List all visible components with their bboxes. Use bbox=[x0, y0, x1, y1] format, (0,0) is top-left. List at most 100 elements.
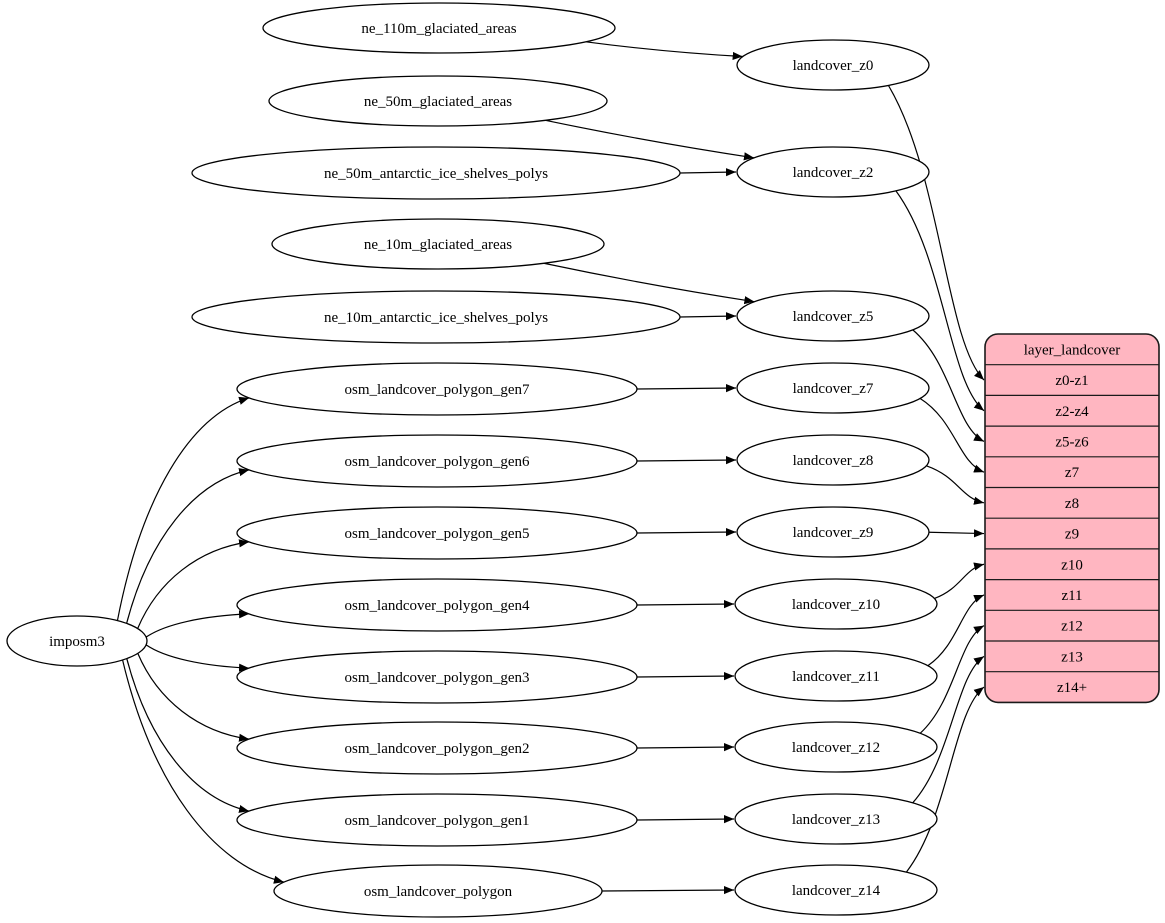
edge-landcover_z9-to-z9 bbox=[928, 529, 985, 538]
ne_50m_antarctic_ice_shelves_polys-label: ne_50m_antarctic_ice_shelves_polys bbox=[324, 166, 548, 182]
edges-layer bbox=[116, 41, 985, 895]
edge-landcover_z7-to-z7 bbox=[919, 397, 985, 473]
ne_50m_glaciated_areas-label: ne_50m_glaciated_areas bbox=[364, 94, 512, 110]
layer-table-title: layer_landcover bbox=[1024, 342, 1121, 358]
landcover_z13-ellipse bbox=[734, 793, 938, 845]
edge-landcover_z12-to-z12 bbox=[919, 625, 985, 734]
osm_landcover_polygon_gen5-label: osm_landcover_polygon_gen5 bbox=[345, 526, 530, 542]
edge-landcover_z11-to-z11 bbox=[927, 594, 985, 667]
edge-osm_landcover_polygon_gen2-to-landcover_z12 bbox=[636, 743, 735, 752]
layer-table-row-z12: z12 bbox=[1061, 619, 1083, 635]
ne_110m_glaciated_areas-label: ne_110m_glaciated_areas bbox=[361, 21, 516, 37]
layer-table-row-z14+: z14+ bbox=[1057, 680, 1087, 696]
ne_50m_glaciated_areas-ellipse bbox=[268, 75, 608, 127]
osm_landcover_polygon_gen1-ellipse bbox=[236, 793, 638, 847]
landcover_z10-ellipse bbox=[734, 578, 938, 630]
node-landcover_z9: landcover_z9 bbox=[736, 506, 930, 558]
imposm3-label: imposm3 bbox=[49, 634, 105, 650]
landcover_z14-ellipse bbox=[734, 864, 938, 916]
osm_landcover_polygon_gen2-ellipse bbox=[236, 721, 638, 775]
layer-table-row-z5-z6: z5-z6 bbox=[1055, 434, 1089, 450]
osm_landcover_polygon_gen6-ellipse bbox=[236, 434, 638, 488]
landcover_z8-label: landcover_z8 bbox=[793, 453, 874, 469]
edge-imposm3-to-osm_landcover_polygon_gen6 bbox=[126, 468, 250, 624]
layer-table: layer_landcoverz0-z1z2-z4z5-z6z7z8z9z10z… bbox=[984, 333, 1160, 704]
edge-imposm3-to-osm_landcover_polygon_gen3 bbox=[145, 644, 250, 672]
osm_landcover_polygon_gen4-label: osm_landcover_polygon_gen4 bbox=[345, 598, 530, 614]
osm_landcover_polygon_gen2-label: osm_landcover_polygon_gen2 bbox=[345, 741, 530, 757]
edge-ne_50m_glaciated_areas-to-landcover_z2 bbox=[545, 119, 755, 161]
landcover_z9-label: landcover_z9 bbox=[793, 525, 874, 541]
node-landcover_z5: landcover_z5 bbox=[736, 290, 930, 342]
edge-osm_landcover_polygon_gen7-to-landcover_z7 bbox=[636, 384, 737, 393]
landcover_z2-label: landcover_z2 bbox=[793, 165, 874, 181]
node-osm_landcover_polygon_gen1: osm_landcover_polygon_gen1 bbox=[236, 793, 638, 847]
landcover_z8-ellipse bbox=[736, 434, 930, 486]
edge-landcover_z14-to-z14+ bbox=[905, 686, 985, 873]
layer-table-row-z7: z7 bbox=[1065, 465, 1080, 481]
osm_landcover_polygon_gen7-ellipse bbox=[236, 362, 638, 416]
layer-table-row-z13: z13 bbox=[1061, 649, 1083, 665]
layer-table-row-z2-z4: z2-z4 bbox=[1055, 404, 1089, 420]
node-osm_landcover_polygon_gen6: osm_landcover_polygon_gen6 bbox=[236, 434, 638, 488]
landcover_z2-ellipse bbox=[736, 146, 930, 198]
landcover_z11-label: landcover_z11 bbox=[792, 669, 880, 685]
landcover_z0-label: landcover_z0 bbox=[793, 58, 874, 74]
node-osm_landcover_polygon: osm_landcover_polygon bbox=[273, 864, 603, 918]
landcover_z11-ellipse bbox=[734, 650, 938, 702]
edge-landcover_z8-to-z8 bbox=[926, 465, 985, 505]
landcover_z12-label: landcover_z12 bbox=[792, 740, 880, 756]
layer-table-row-z9: z9 bbox=[1065, 527, 1079, 543]
edge-ne_10m_glaciated_areas-to-landcover_z5 bbox=[543, 262, 755, 305]
node-landcover_z2: landcover_z2 bbox=[736, 146, 930, 198]
landcover_z9-ellipse bbox=[736, 506, 930, 558]
edge-landcover_z2-to-z2-z4 bbox=[895, 190, 985, 412]
ne_50m_antarctic_ice_shelves_polys-ellipse bbox=[191, 146, 681, 200]
node-osm_landcover_polygon_gen3: osm_landcover_polygon_gen3 bbox=[236, 650, 638, 704]
edge-ne_50m_antarctic_ice_shelves_polys-to-landcover_z2 bbox=[679, 168, 737, 177]
landcover_z5-ellipse bbox=[736, 290, 930, 342]
osm_landcover_polygon_gen3-ellipse bbox=[236, 650, 638, 704]
node-landcover_z11: landcover_z11 bbox=[734, 650, 938, 702]
landcover_z7-label: landcover_z7 bbox=[793, 381, 874, 397]
edge-osm_landcover_polygon-to-landcover_z14 bbox=[601, 885, 735, 895]
imposm3-ellipse bbox=[6, 615, 148, 667]
ne_10m_glaciated_areas-ellipse bbox=[271, 218, 605, 270]
osm_landcover_polygon-ellipse bbox=[273, 864, 603, 918]
edge-landcover_z13-to-z13 bbox=[912, 655, 985, 804]
node-ne_110m_glaciated_areas: ne_110m_glaciated_areas bbox=[262, 2, 616, 54]
landcover_z10-label: landcover_z10 bbox=[792, 597, 880, 613]
node-landcover_z12: landcover_z12 bbox=[734, 721, 938, 773]
node-ne_10m_glaciated_areas: ne_10m_glaciated_areas bbox=[271, 218, 605, 270]
layer-table-row-z11: z11 bbox=[1061, 588, 1082, 604]
ne_110m_glaciated_areas-ellipse bbox=[262, 2, 616, 54]
edge-osm_landcover_polygon_gen1-to-landcover_z13 bbox=[636, 815, 735, 824]
edge-ne_110m_glaciated_areas-to-landcover_z0 bbox=[585, 41, 743, 61]
landcover_z0-ellipse bbox=[736, 39, 930, 91]
node-imposm3: imposm3 bbox=[6, 615, 148, 667]
ne_10m_antarctic_ice_shelves_polys-ellipse bbox=[191, 290, 681, 344]
node-landcover_z7: landcover_z7 bbox=[736, 362, 930, 414]
layer-table-row-z0-z1: z0-z1 bbox=[1055, 373, 1088, 389]
node-landcover_z13: landcover_z13 bbox=[734, 793, 938, 845]
landcover_z5-label: landcover_z5 bbox=[793, 309, 874, 325]
node-osm_landcover_polygon_gen7: osm_landcover_polygon_gen7 bbox=[236, 362, 638, 416]
edge-landcover_z10-to-z10 bbox=[934, 562, 985, 600]
node-landcover_z14: landcover_z14 bbox=[734, 864, 938, 916]
edge-ne_10m_antarctic_ice_shelves_polys-to-landcover_z5 bbox=[679, 312, 737, 321]
landcover_z7-ellipse bbox=[736, 362, 930, 414]
ne_10m_antarctic_ice_shelves_polys-label: ne_10m_antarctic_ice_shelves_polys bbox=[324, 310, 548, 326]
edge-osm_landcover_polygon_gen4-to-landcover_z10 bbox=[636, 600, 735, 609]
layer-table-row-z10: z10 bbox=[1061, 557, 1083, 573]
osm_landcover_polygon_gen1-label: osm_landcover_polygon_gen1 bbox=[345, 813, 530, 829]
node-osm_landcover_polygon_gen4: osm_landcover_polygon_gen4 bbox=[236, 578, 638, 632]
osm_landcover_polygon_gen6-label: osm_landcover_polygon_gen6 bbox=[345, 454, 530, 470]
edge-landcover_z0-to-z0-z1 bbox=[887, 85, 985, 381]
edge-osm_landcover_polygon_gen6-to-landcover_z8 bbox=[636, 456, 737, 465]
osm_landcover_polygon_gen7-label: osm_landcover_polygon_gen7 bbox=[345, 382, 530, 398]
node-landcover_z8: landcover_z8 bbox=[736, 434, 930, 486]
node-osm_landcover_polygon_gen5: osm_landcover_polygon_gen5 bbox=[236, 506, 638, 560]
edge-imposm3-to-osm_landcover_polygon_gen5 bbox=[137, 539, 250, 629]
edge-imposm3-to-osm_landcover_polygon_gen4 bbox=[145, 610, 250, 638]
